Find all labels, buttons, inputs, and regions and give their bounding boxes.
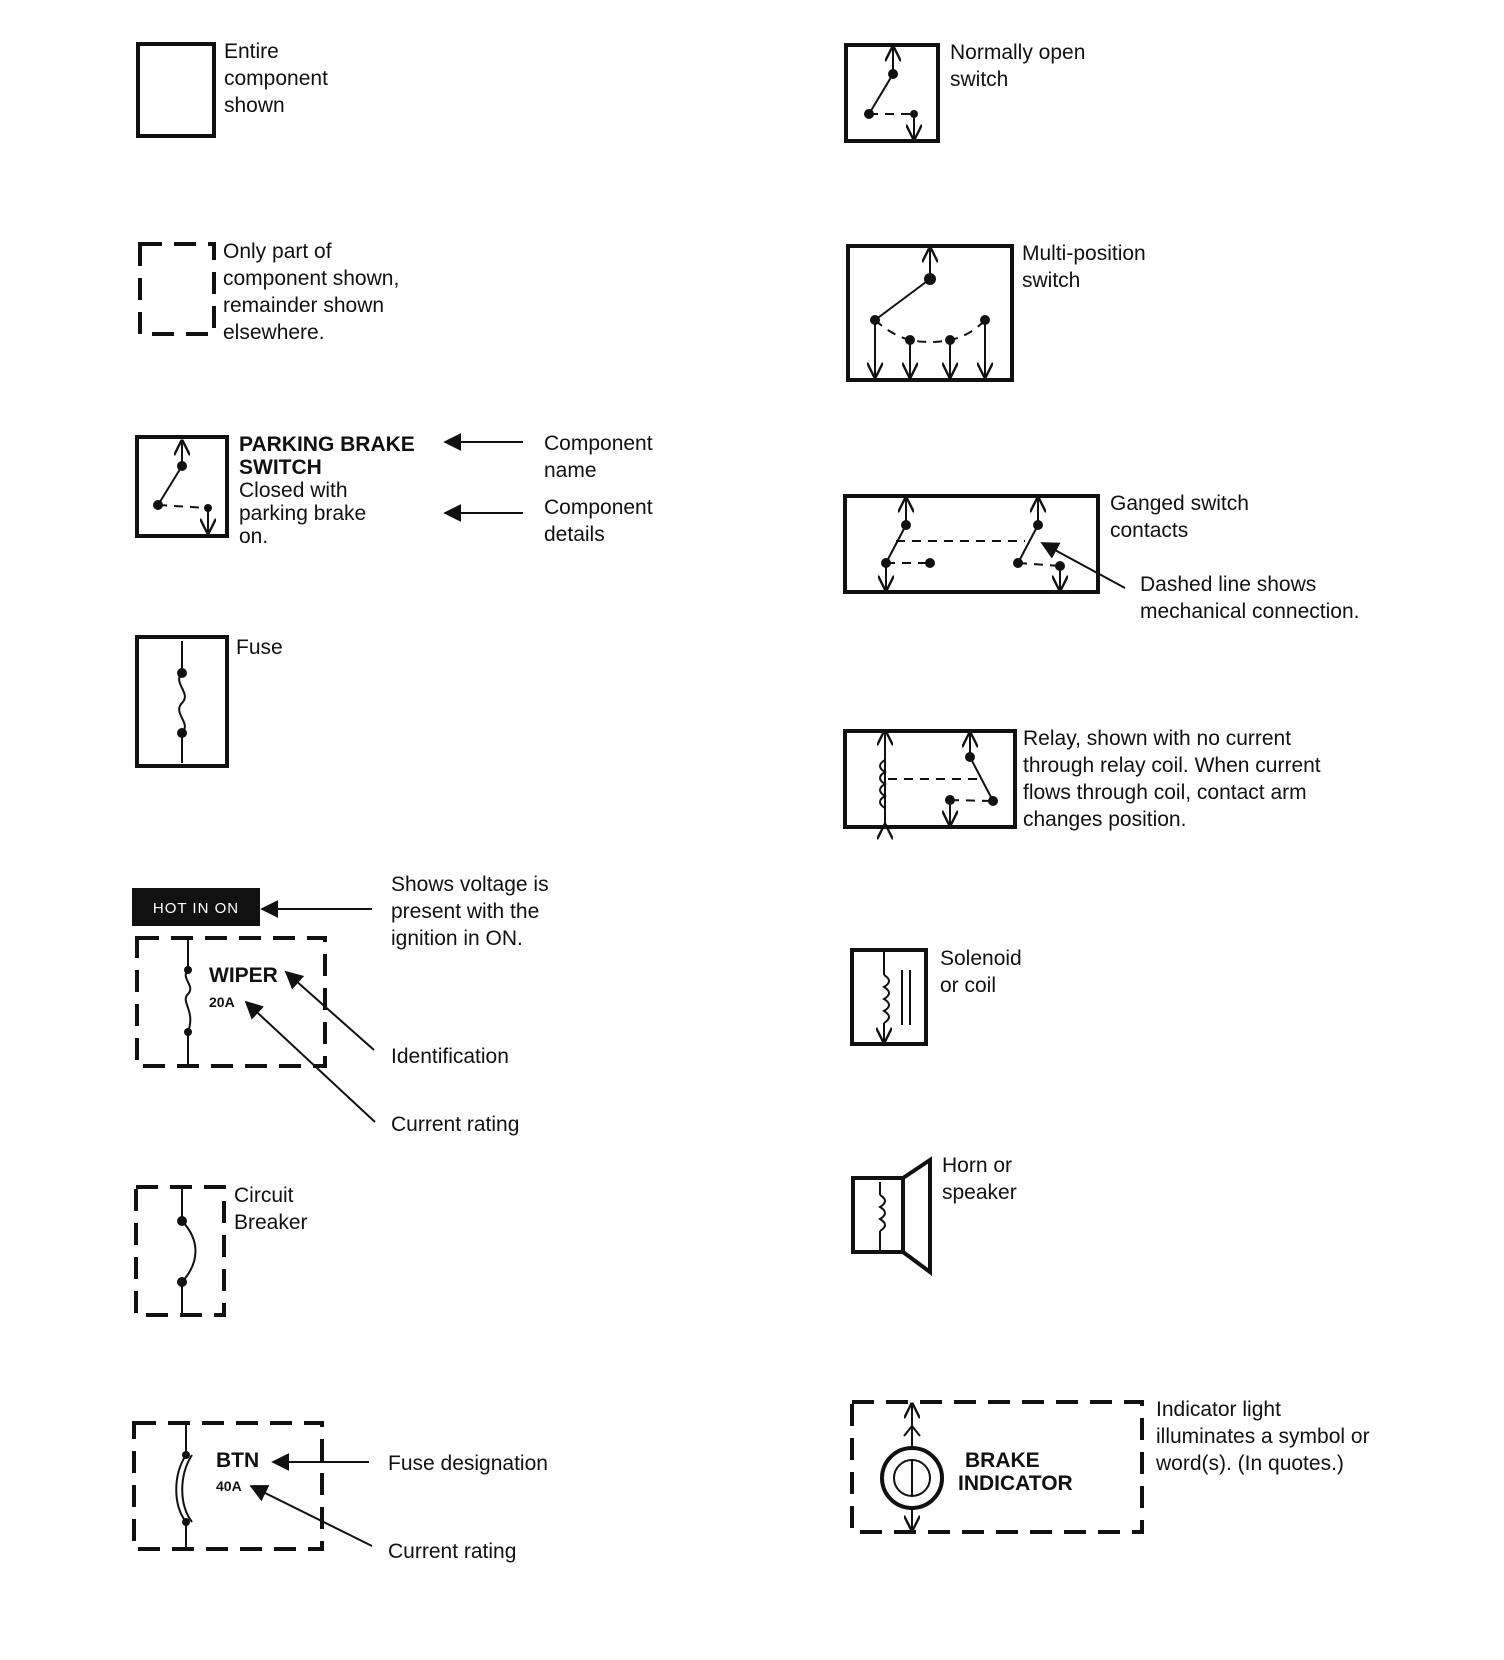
multi-position-switch-symbol — [846, 244, 1014, 382]
ganged-switch-symbol — [843, 494, 1100, 594]
hot-in-on-badge: HOT IN ON — [132, 888, 260, 926]
voltage-note-1: Shows voltage is — [391, 873, 549, 896]
solenoid-label-2: or coil — [940, 974, 996, 997]
wiper-rating: 20A — [209, 994, 235, 1010]
pb-details-2: parking brake — [239, 502, 366, 525]
partial-label-1: Only part of — [223, 240, 332, 263]
dashed-note-arrow — [1040, 542, 1126, 589]
parking-brake-switch-symbol — [135, 435, 229, 538]
btn-id: BTN — [216, 1449, 259, 1472]
horn-label-2: speaker — [942, 1181, 1017, 1204]
indicator-light-label-1: Indicator light — [1156, 1398, 1281, 1421]
identification-arrow — [284, 970, 375, 1051]
multi-position-label-1: Multi-position — [1022, 242, 1146, 265]
circuit-breaker-symbol — [134, 1185, 226, 1317]
btn-rating: 40A — [216, 1478, 242, 1494]
ganged-label-2: contacts — [1110, 519, 1188, 542]
relay-symbol — [843, 729, 1017, 827]
relay-label-4: changes position. — [1023, 808, 1186, 831]
multi-position-label-2: switch — [1022, 269, 1080, 292]
entire-label-1: Entire — [224, 40, 279, 63]
brake-indicator-text-1: BRAKE — [965, 1449, 1040, 1472]
horn-label-1: Horn or — [942, 1154, 1012, 1177]
normally-open-label-1: Normally open — [950, 41, 1085, 64]
btn-fusible-link-symbol — [132, 1421, 324, 1551]
entire-label-2: component — [224, 67, 328, 90]
partial-component-symbol — [138, 242, 216, 336]
wiper-fuse-symbol — [135, 936, 327, 1068]
current-rating-label-2: Current rating — [388, 1540, 516, 1563]
component-details-label-1: Component — [544, 496, 653, 519]
pb-details-3: on. — [239, 525, 268, 548]
partial-label-3: remainder shown — [223, 294, 384, 317]
solenoid-symbol — [850, 948, 928, 1046]
circuit-breaker-label-2: Breaker — [234, 1211, 308, 1234]
ganged-label-1: Ganged switch — [1110, 492, 1249, 515]
voltage-note-3: ignition in ON. — [391, 927, 523, 950]
btn-current-rating-arrow — [249, 1485, 373, 1547]
brake-indicator-symbol — [850, 1400, 1144, 1534]
entire-component-symbol — [136, 42, 216, 138]
component-details-label-2: details — [544, 523, 605, 546]
fuse-label: Fuse — [236, 636, 283, 659]
pb-name-2: SWITCH — [239, 456, 322, 479]
entire-label-3: shown — [224, 94, 285, 117]
brake-indicator-text-2: INDICATOR — [958, 1472, 1073, 1495]
normally-open-switch-symbol — [844, 43, 940, 143]
normally-open-label-2: switch — [950, 68, 1008, 91]
relay-label-1: Relay, shown with no current — [1023, 727, 1291, 750]
indicator-light-label-2: illuminates a symbol or — [1156, 1425, 1370, 1448]
dashed-note-1: Dashed line shows — [1140, 573, 1316, 596]
partial-label-2: component shown, — [223, 267, 399, 290]
fuse-designation-label: Fuse designation — [388, 1452, 548, 1475]
component-name-label-2: name — [544, 459, 597, 482]
current-rating-label: Current rating — [391, 1113, 519, 1136]
circuit-breaker-label-1: Circuit — [234, 1184, 294, 1207]
identification-label: Identification — [391, 1045, 509, 1068]
relay-label-2: through relay coil. When current — [1023, 754, 1321, 777]
fuse-symbol — [135, 635, 229, 768]
horn-symbol — [851, 1156, 932, 1276]
solenoid-label-1: Solenoid — [940, 947, 1022, 970]
partial-label-4: elsewhere. — [223, 321, 325, 344]
component-name-label-1: Component — [544, 432, 653, 455]
indicator-light-label-3: word(s). (In quotes.) — [1155, 1452, 1344, 1475]
current-rating-arrow — [244, 1000, 376, 1123]
dashed-note-2: mechanical connection. — [1140, 600, 1359, 623]
pb-name-1: PARKING BRAKE — [239, 433, 415, 456]
relay-label-3: flows through coil, contact arm — [1023, 781, 1307, 804]
wiper-id: WIPER — [209, 964, 278, 987]
hot-badge-text: HOT IN ON — [153, 900, 239, 917]
pb-details-1: Closed with — [239, 479, 348, 502]
voltage-note-2: present with the — [391, 900, 539, 923]
